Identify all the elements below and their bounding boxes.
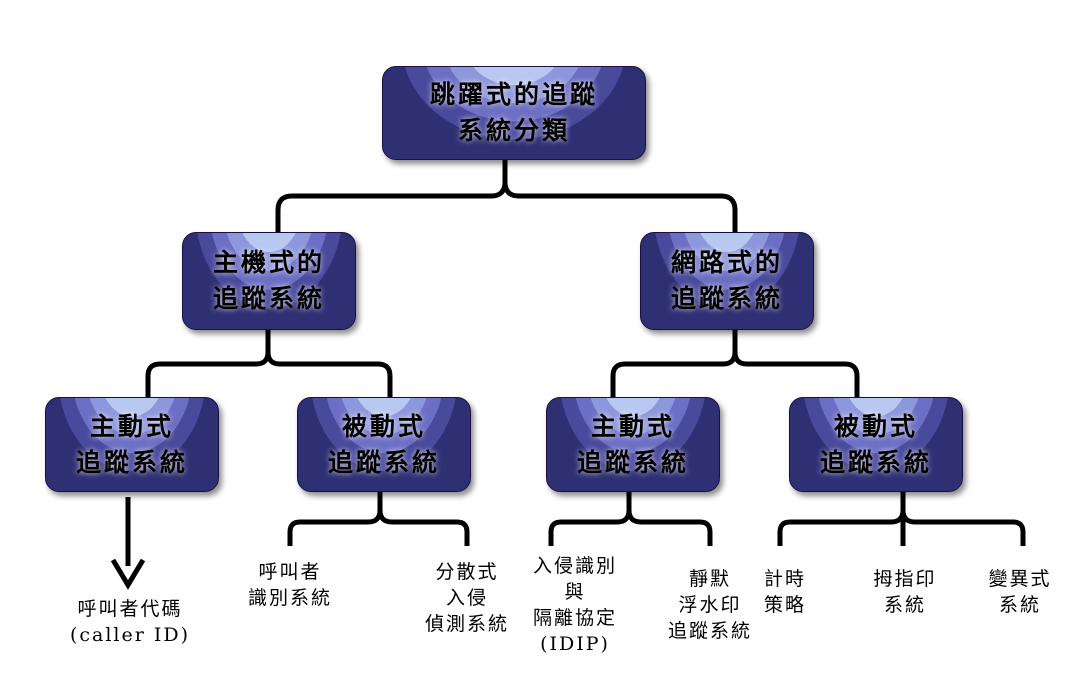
connector-host-passive-right — [377, 509, 470, 546]
network-passive-label: 被動式 追蹤系統 — [819, 411, 932, 477]
connector-host-passive — [287, 492, 383, 546]
host-passive-label: 被動式 追蹤系統 — [327, 411, 440, 477]
leaf-sleepy-watermark: 靜默 浮水印 追蹤系統 — [667, 568, 752, 642]
connector-network-active-right — [626, 509, 713, 546]
host-based-label: 主機式的 追蹤系統 — [212, 248, 325, 313]
host-based-node: 主機式的 追蹤系統 — [182, 232, 356, 330]
connector-network-passive — [777, 492, 906, 546]
connector-host — [145, 330, 271, 397]
leaf-caller-identification-system: 呼叫者 識別系統 — [247, 561, 332, 609]
connector-network-passive-right — [900, 509, 1026, 546]
host-active-node: 主動式 追蹤系統 — [45, 397, 219, 492]
host-passive-node: 被動式 追蹤系統 — [297, 397, 471, 492]
leaf-thumbprint-system: 拇指印 系統 — [873, 568, 937, 616]
leaf-caller-id: 呼叫者代碼 (caller ID) — [69, 598, 191, 646]
leaf-deviation-system: 變異式 系統 — [988, 568, 1052, 616]
root-label: 跳躍式的追蹤 系統分類 — [429, 80, 598, 145]
arrow-head-icon — [110, 558, 146, 590]
leaf-idip: 入侵識別 與 隔離協定 (IDIP) — [532, 555, 617, 655]
root-node: 跳躍式的追蹤 系統分類 — [382, 66, 646, 160]
connector-network — [610, 330, 738, 397]
network-based-label: 網路式的 追蹤系統 — [670, 248, 783, 313]
connector-root — [275, 160, 508, 232]
network-active-label: 主動式 追蹤系統 — [576, 411, 689, 477]
connector-root-right — [502, 181, 738, 232]
connector-network-right — [732, 351, 860, 397]
leaf-distributed-intrusion-detection: 分散式 入侵 偵測系統 — [424, 561, 509, 635]
connector-network-active — [548, 492, 632, 546]
network-based-node: 網路式的 追蹤系統 — [640, 232, 814, 330]
host-active-label: 主動式 追蹤系統 — [75, 411, 188, 477]
network-passive-node: 被動式 追蹤系統 — [789, 397, 963, 492]
connector-host-right — [265, 351, 393, 397]
leaf-timing-strategy: 計時 策略 — [763, 568, 806, 616]
network-active-node: 主動式 追蹤系統 — [546, 397, 720, 492]
